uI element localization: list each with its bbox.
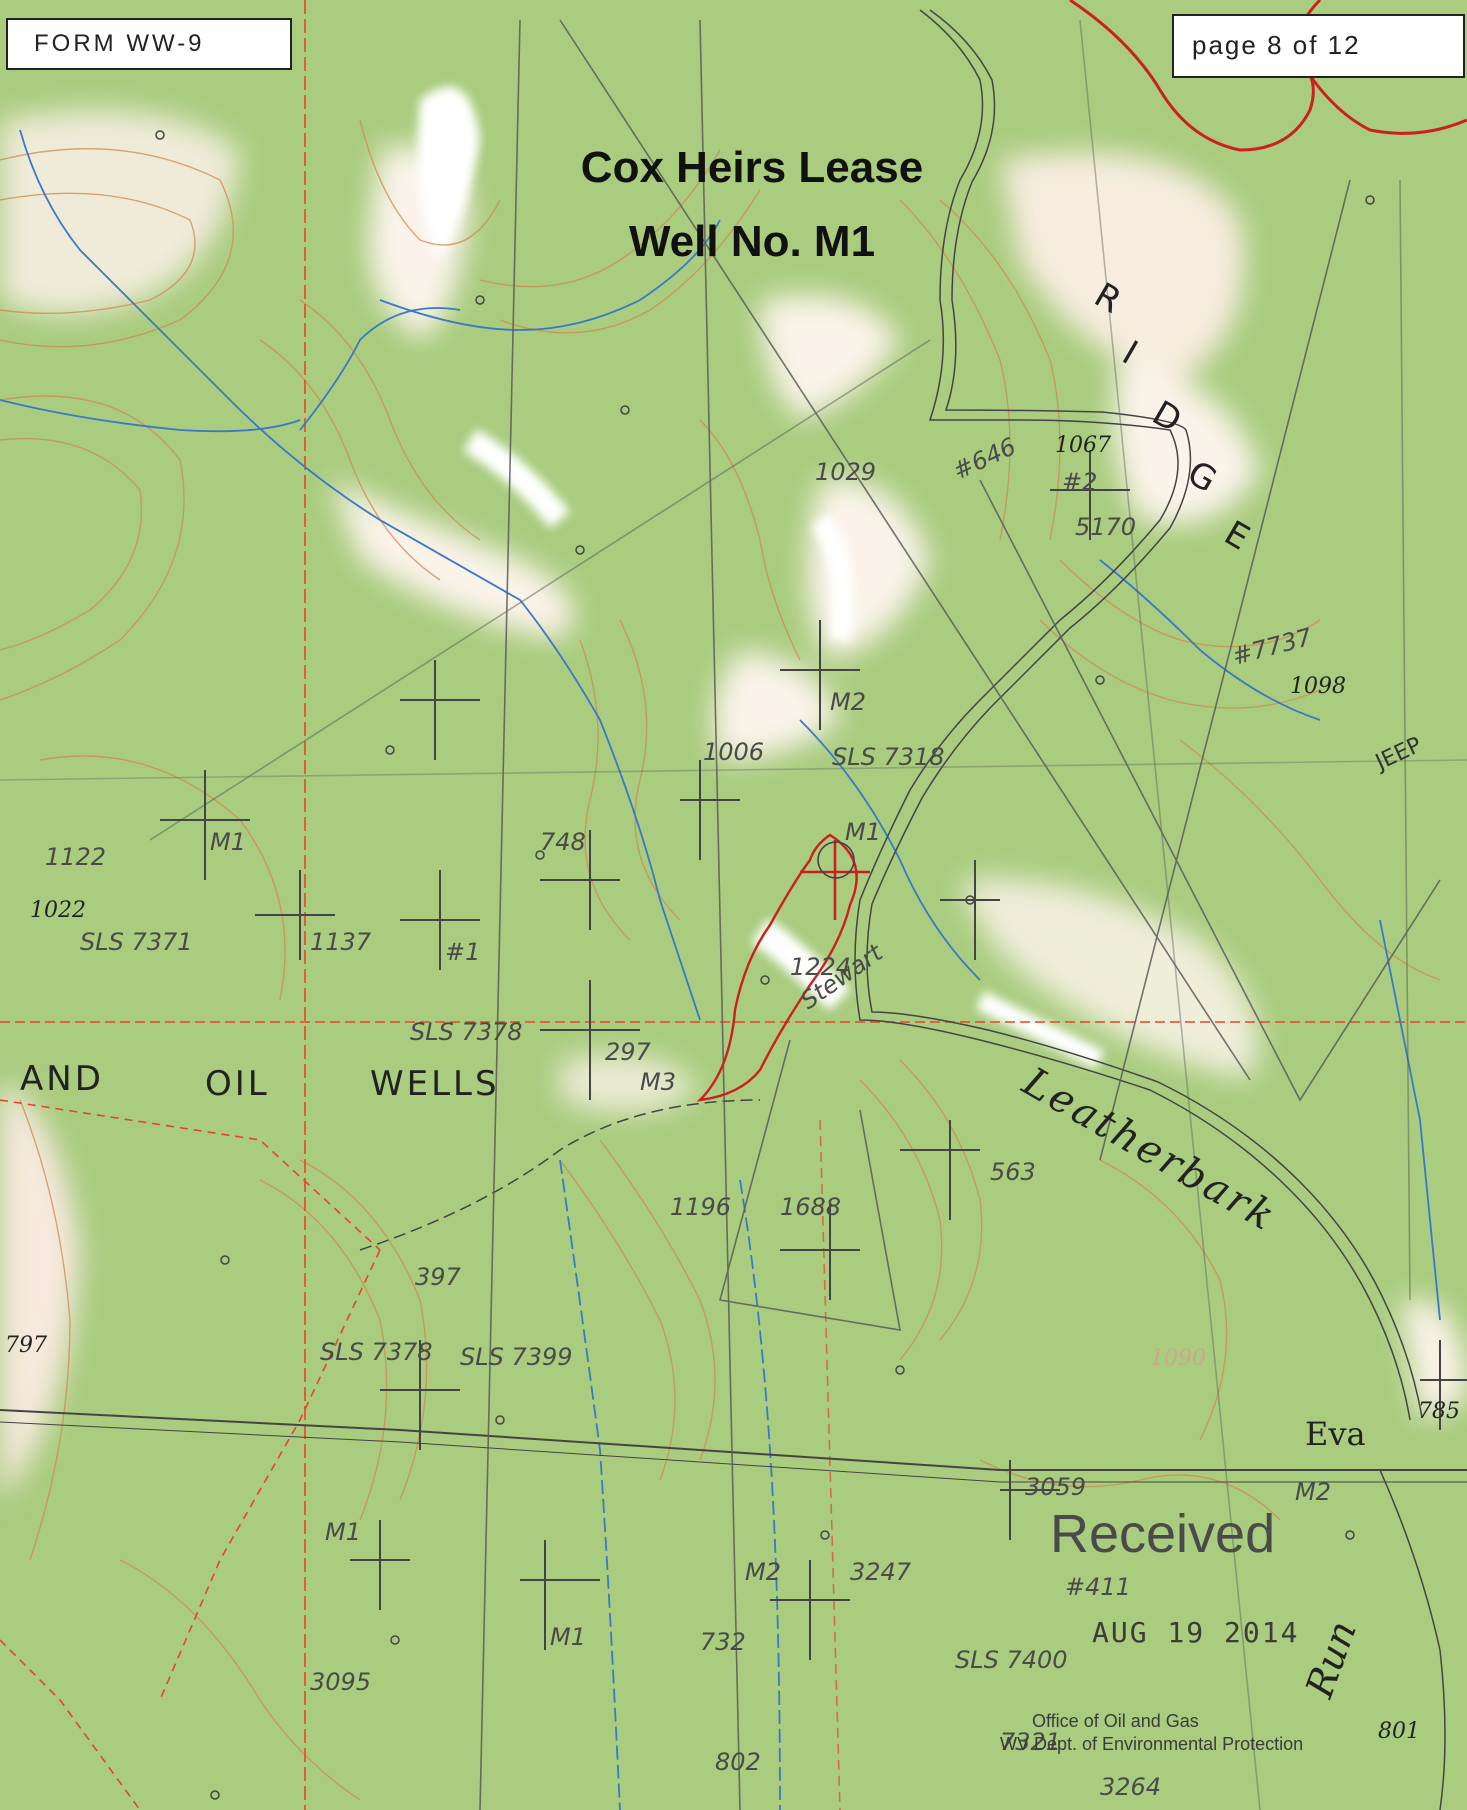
annotation: M1 — [550, 1623, 586, 1651]
annotation: SLS 7399 — [460, 1343, 573, 1371]
stamp-received: Received — [1050, 1504, 1275, 1564]
annotation: #2 — [1062, 468, 1097, 496]
annotation: 7321 — [1000, 1728, 1061, 1756]
annotation: 732 — [700, 1628, 746, 1656]
annotation: 297 — [605, 1038, 652, 1066]
annotation: 3095 — [310, 1668, 371, 1696]
annotation: 397 — [415, 1263, 462, 1291]
target-well-circle — [817, 841, 855, 879]
form-label-box: FORM WW-9 — [6, 18, 292, 70]
annotation: 1137 — [310, 928, 372, 956]
annotation: 1122 — [45, 843, 106, 871]
received-stamp: Received AUG 19 2014 Office of Oil and G… — [1000, 1504, 1303, 1754]
title-line2: Well No. M1 — [629, 217, 875, 266]
annotation: SLS 7378 — [320, 1338, 433, 1366]
annotation: 563 — [990, 1158, 1036, 1186]
annotation: 5170 — [1075, 513, 1136, 541]
place-label-eva: Eva — [1305, 1415, 1366, 1453]
stamp-office-line2: WV Dept. of Environmental Protection — [1000, 1734, 1303, 1754]
title-line1: Cox Heirs Lease — [581, 143, 923, 192]
oil-wells-label: AND OIL WELLS — [20, 1059, 500, 1104]
annotation: 802 — [715, 1748, 761, 1776]
annotation: M3 — [640, 1068, 676, 1096]
elevation: 1098 — [1290, 674, 1346, 699]
terrain-shading — [0, 110, 1467, 1500]
annotation: SLS 7378 — [410, 1018, 523, 1046]
annotation: M1 — [325, 1518, 361, 1546]
annotation: #411 — [1065, 1573, 1131, 1601]
label-oil: OIL — [205, 1064, 270, 1104]
label-wells: WELLS — [370, 1064, 500, 1104]
stamp-office-line1: Office of Oil and Gas — [1032, 1711, 1199, 1731]
annotation: 3264 — [1100, 1773, 1161, 1801]
survey-lines — [0, 19, 1467, 1810]
annotation: M1 — [845, 818, 881, 846]
annotation: 3247 — [850, 1558, 912, 1586]
annotation: SLS 7400 — [955, 1646, 1068, 1674]
annotation: 748 — [540, 828, 586, 856]
elevation-labels: 1067 1098 1022 801 785 797 1090 — [5, 433, 1460, 1744]
annotation: 1688 — [780, 1193, 841, 1221]
annotation: 3059 — [1025, 1473, 1086, 1501]
well-marks — [160, 450, 1467, 1660]
form-label: FORM WW-9 — [34, 30, 205, 57]
annotation: M2 — [830, 688, 866, 716]
elevation: 1022 — [30, 898, 86, 923]
annotation: 1196 — [670, 1193, 731, 1221]
streams — [0, 129, 1441, 1810]
stamp-date: AUG 19 2014 — [1092, 1616, 1299, 1649]
elevation: 1067 — [1055, 433, 1111, 458]
annotation: 1029 — [815, 458, 876, 486]
page-indicator-box: page 8 of 12 — [1172, 14, 1465, 78]
light-ridges — [417, 86, 1105, 1069]
annotation: M1 — [210, 828, 246, 856]
elevation: 797 — [5, 1333, 47, 1358]
handwritten-annotations: 1029 #646 #2 5170 #7737 M2 SLS 7318 M1 1… — [45, 432, 1331, 1801]
target-well-marker — [800, 840, 870, 920]
lease-boundary — [696, 833, 858, 1102]
elevation: 801 — [1378, 1719, 1420, 1744]
well-symbols — [155, 130, 1375, 1800]
elevation: 785 — [1418, 1399, 1460, 1424]
label-and: AND — [20, 1059, 104, 1099]
annotation: #1 — [445, 938, 480, 966]
annotation: M2 — [745, 1558, 781, 1586]
annotation: M2 — [1295, 1478, 1331, 1506]
annotation: SLS 7318 — [832, 743, 945, 771]
roads — [0, 9, 1467, 1810]
elevation: 1090 — [1150, 1346, 1206, 1371]
annotation: 1224 — [790, 953, 851, 981]
annotation: SLS 7371 — [80, 928, 193, 956]
page-indicator: page 8 of 12 — [1192, 30, 1361, 60]
annotation: 1006 — [703, 738, 764, 766]
